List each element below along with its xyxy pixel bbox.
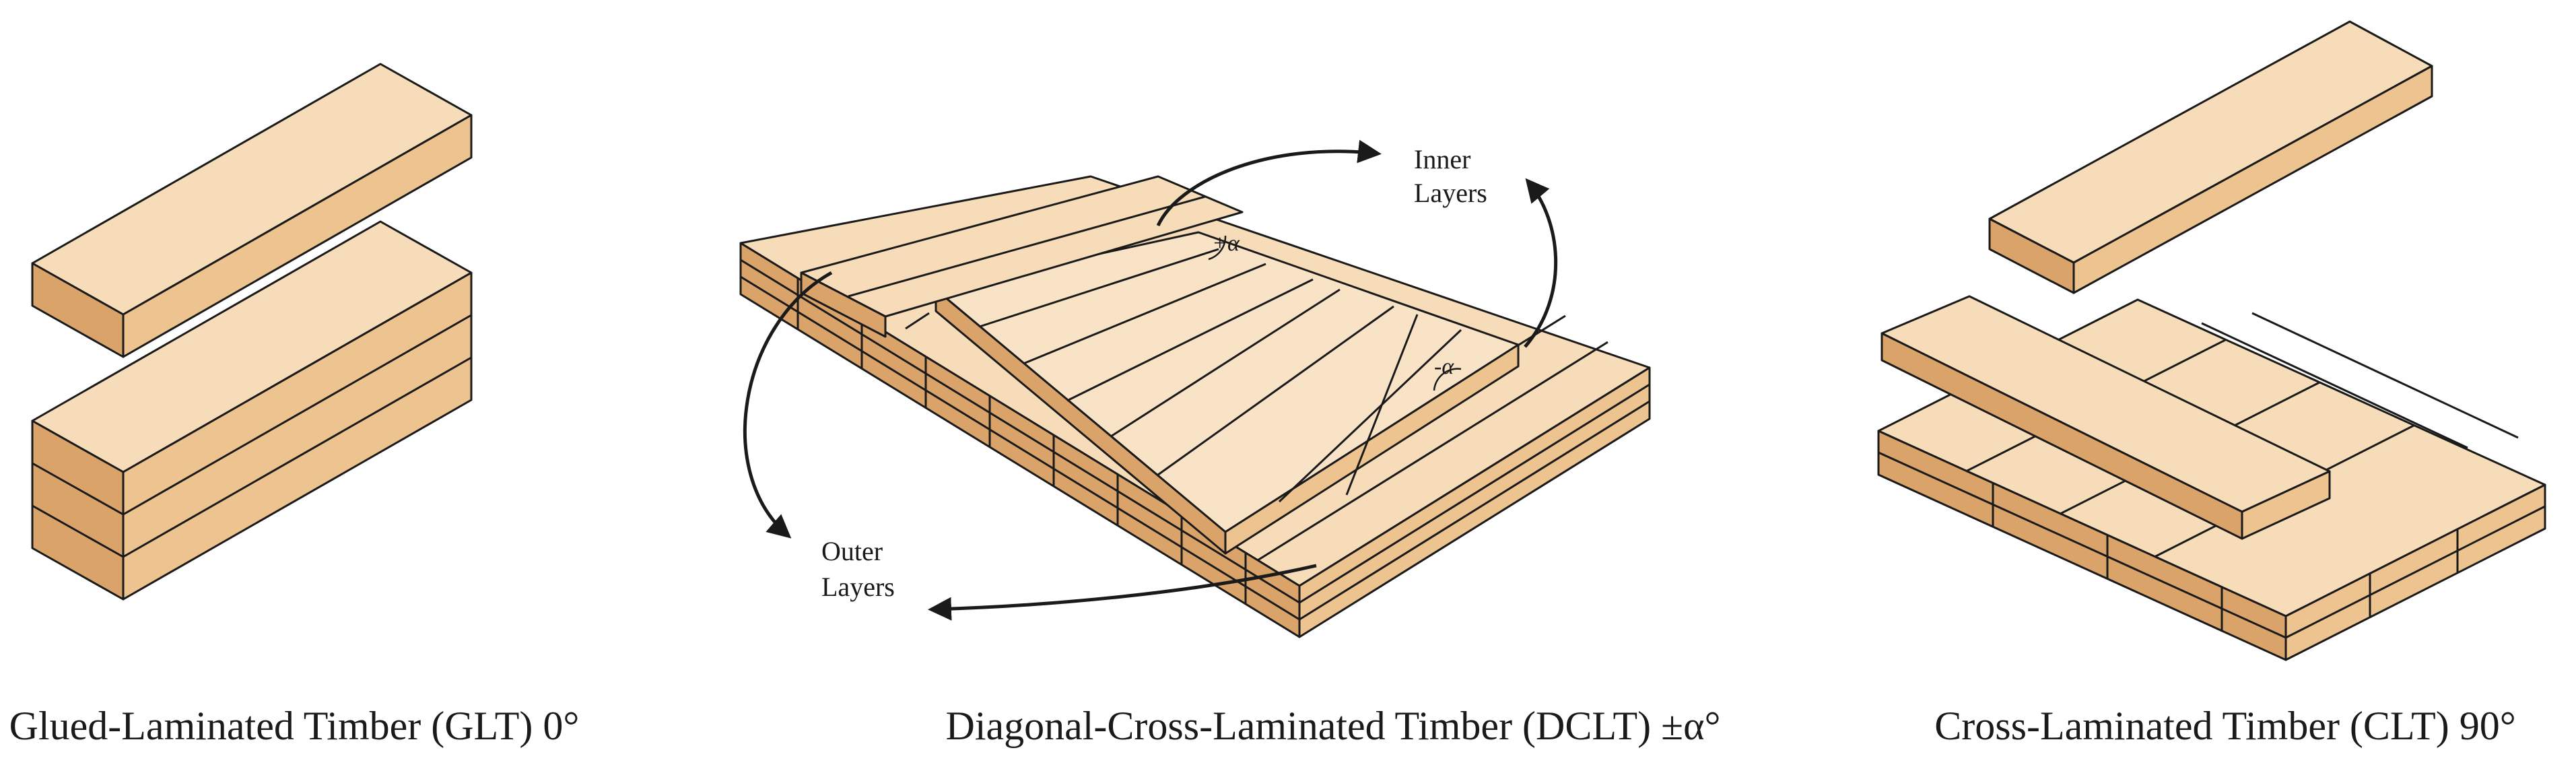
- minus-alpha-label: -α: [1434, 354, 1454, 379]
- outer-layers-label-line2: Layers: [821, 572, 895, 602]
- glt-lamella-stack: [31, 220, 473, 601]
- clt-top-board: [1988, 20, 2433, 294]
- dclt-top-boards: [800, 175, 1244, 338]
- inner-layers-label-line1: Inner: [1414, 144, 1470, 174]
- glt-caption: Glued-Laminated Timber (GLT) 0°: [9, 704, 580, 748]
- inner-layers-arrow-right: [1524, 178, 1558, 348]
- plus-alpha-arc: [1208, 235, 1227, 261]
- glt-diagram: [31, 63, 473, 601]
- outer-layers-arrow-left: [743, 271, 833, 539]
- outer-layers-label-line1: Outer: [821, 536, 883, 566]
- minus-alpha-arc: [1433, 368, 1462, 391]
- inner-layers-label-line2: Layers: [1414, 178, 1487, 208]
- glt-top-lamella: [31, 63, 473, 358]
- inner-layers-arrow-left: [1156, 139, 1382, 227]
- outer-layers-arrow-bottom: [928, 564, 1317, 621]
- dclt-caption: Diagonal-Cross-Laminated Timber (DCLT) ±…: [945, 704, 1721, 748]
- clt-middle-board: [1880, 295, 2331, 540]
- dclt-diagram: [739, 139, 1651, 638]
- plus-alpha-label: +α: [1212, 231, 1240, 256]
- clt-diagram: [1877, 20, 2546, 661]
- clt-caption: Cross-Laminated Timber (CLT) 90°: [1934, 704, 2516, 748]
